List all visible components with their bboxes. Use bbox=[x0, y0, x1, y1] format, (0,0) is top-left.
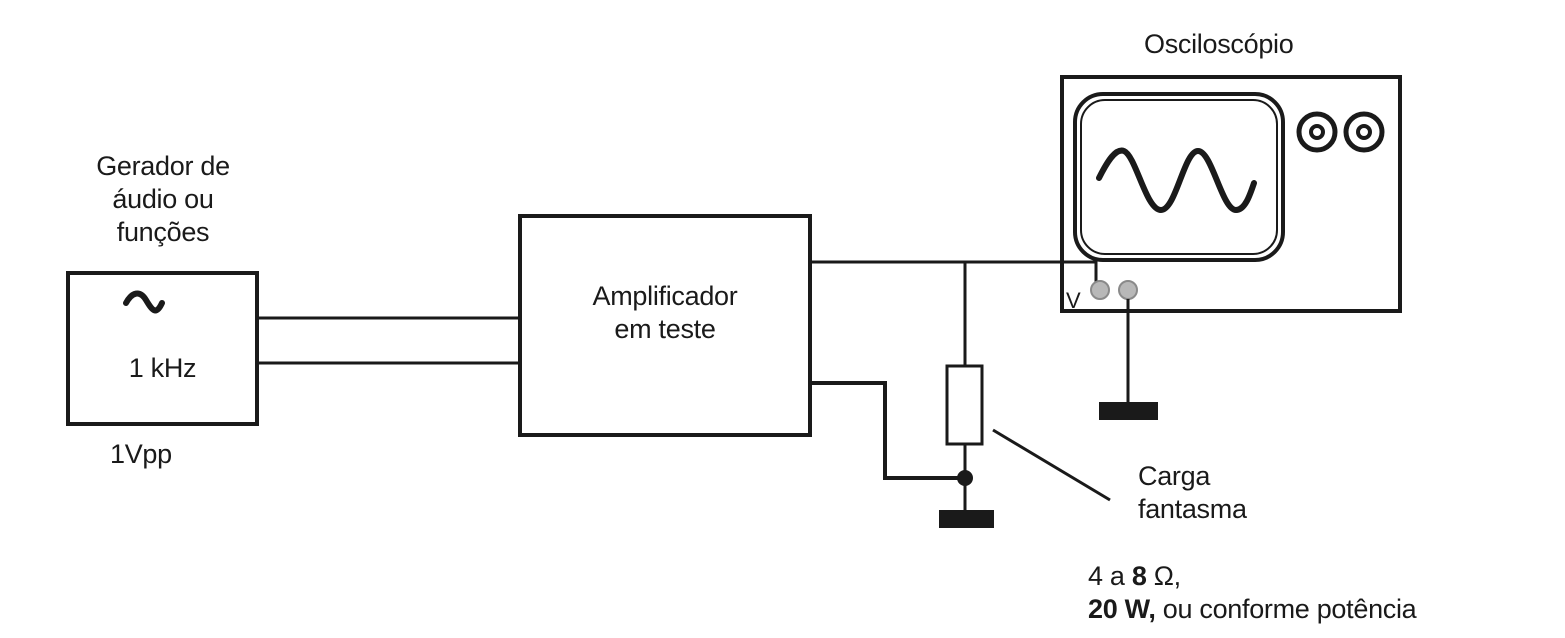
load-spec-impedance: 4 a 8 Ω, bbox=[1088, 560, 1416, 593]
knob-icon bbox=[1343, 111, 1385, 153]
oscilloscope-screen-inner bbox=[1080, 99, 1278, 255]
load-resistor bbox=[945, 364, 984, 446]
amplifier-label: Amplificador em teste bbox=[520, 280, 810, 346]
generator-title-line: áudio ou bbox=[112, 184, 214, 214]
load-label: Carga fantasma bbox=[1138, 460, 1247, 526]
load-spec-text: 4 a bbox=[1088, 561, 1132, 591]
generator-title: Gerador de áudio ou funções bbox=[48, 150, 278, 249]
generator-sine-icon bbox=[123, 290, 165, 314]
amplifier-label-line: Amplificador bbox=[592, 281, 738, 311]
load-spec-text: ou conforme potência bbox=[1155, 594, 1417, 624]
knob-icon bbox=[1296, 111, 1338, 153]
load-spec-bold: 8 bbox=[1131, 561, 1147, 591]
load-leader-line bbox=[992, 428, 1111, 502]
generator-title-line: Gerador de bbox=[96, 151, 230, 181]
load-spec: 4 a 8 Ω, 20 W, ou conforme potência bbox=[1088, 560, 1417, 626]
output-wire-positive bbox=[810, 260, 1098, 283]
load-label-line: Carga bbox=[1138, 461, 1211, 491]
load-label-line: fantasma bbox=[1138, 494, 1247, 524]
junction-dot bbox=[957, 470, 973, 486]
oscilloscope-input-label: V bbox=[1066, 288, 1081, 313]
input-connector-signal bbox=[1090, 280, 1110, 300]
generator-frequency: 1 kHz bbox=[128, 353, 197, 383]
oscilloscope-title: Osciloscópio bbox=[1144, 29, 1294, 59]
oscilloscope-sine-icon bbox=[1096, 147, 1257, 214]
generator-title-line: funções bbox=[116, 217, 210, 247]
oscilloscope-box bbox=[1060, 75, 1402, 313]
input-connector-ground bbox=[1118, 280, 1138, 300]
load-spec-power: 20 W, ou conforme potência bbox=[1088, 593, 1417, 626]
ground-symbol-scope bbox=[1099, 402, 1158, 420]
output-wire-return bbox=[810, 381, 965, 480]
load-spec-text: Ω, bbox=[1146, 561, 1181, 591]
ground-symbol-load bbox=[939, 510, 994, 528]
generator-box bbox=[66, 271, 259, 426]
generator-amplitude: 1Vpp bbox=[110, 439, 172, 469]
amplifier-label-line: em teste bbox=[614, 314, 716, 344]
amplifier-box bbox=[518, 214, 812, 437]
load-spec-bold: 20 W, bbox=[1088, 594, 1156, 624]
